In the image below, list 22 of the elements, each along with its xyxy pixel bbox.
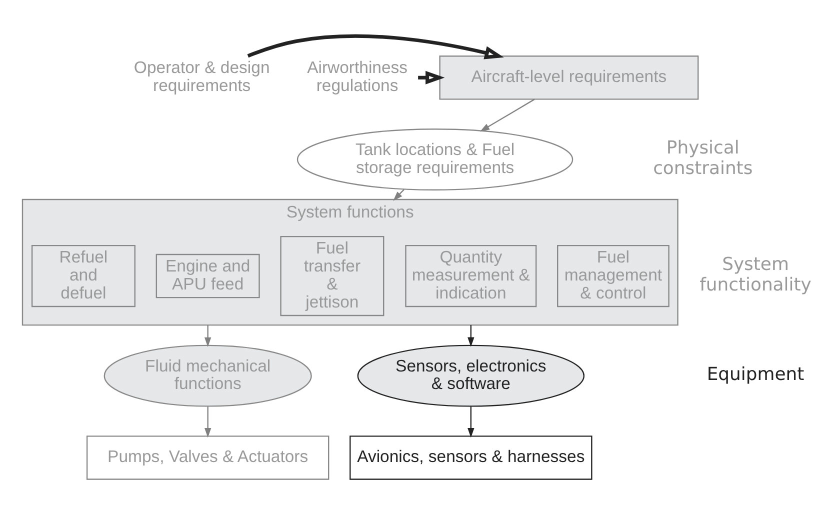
node-ellipse: Fluid mechanical functions [104, 344, 312, 407]
node-text: Operator & design requirements [134, 58, 270, 96]
label: Physical constraints [653, 138, 753, 179]
label: System functionality [700, 254, 812, 296]
arrow [468, 406, 474, 438]
node-box: Engine and APU feed [156, 254, 260, 298]
node-box: Refuel and defuel [31, 244, 136, 308]
node-ellipse: Sensors, electronics & software [357, 344, 585, 407]
arrow [480, 98, 535, 132]
node-box: Fuel transfer & jettison [280, 236, 384, 316]
arrow [468, 325, 474, 347]
node-box: Fuel management & control [557, 244, 670, 308]
node-box: Pumps, Valves & Actuators [86, 436, 330, 480]
arrow [204, 406, 212, 438]
node-box: Quantity measurement & indication [405, 244, 537, 308]
arrow [204, 325, 212, 347]
node-text: Airworthiness regulations [307, 58, 408, 96]
label: Equipment [706, 364, 804, 386]
node-ellipse: Tank locations & Fuel storage requirements [296, 128, 574, 190]
arrow [247, 34, 504, 60]
node-box: Aircraft-level requirements [439, 56, 699, 100]
node-box: Avionics, sensors & harnesses [350, 436, 592, 480]
